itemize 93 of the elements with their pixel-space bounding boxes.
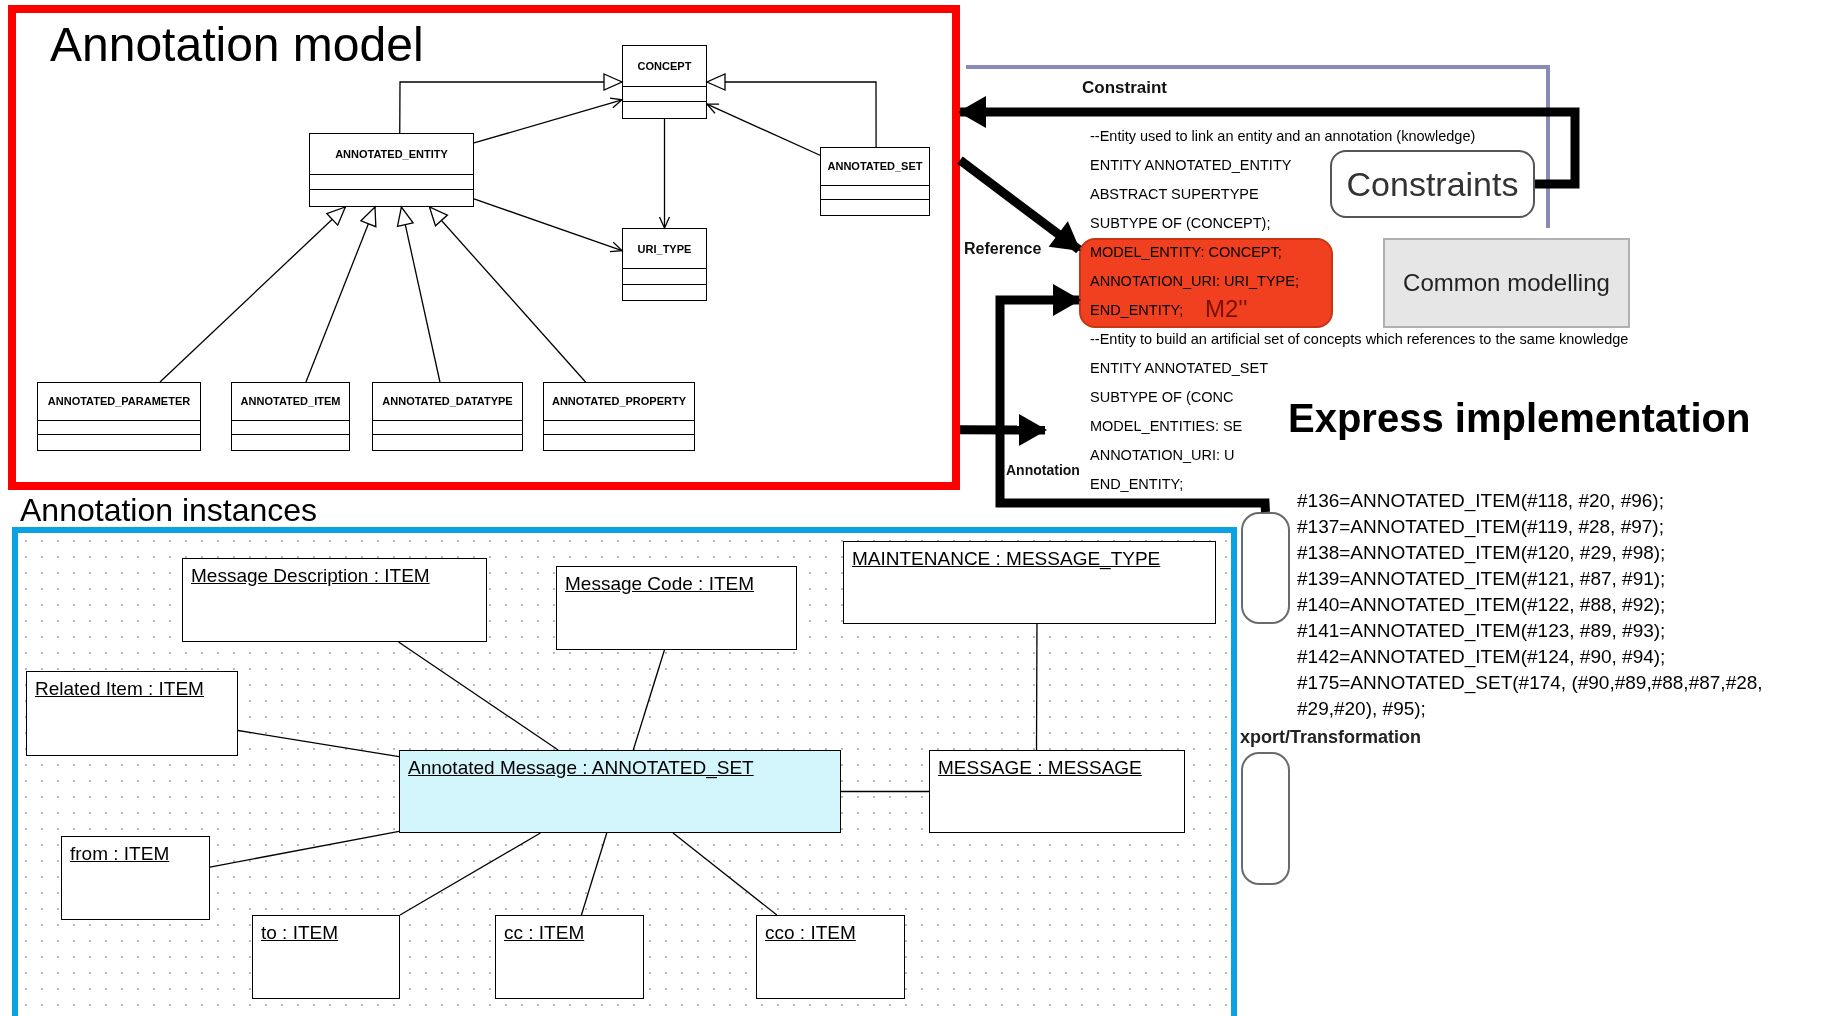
thick-arrow xyxy=(957,156,1082,254)
code-line: #141=ANNOTATED_ITEM(#123, #89, #93); xyxy=(1297,619,1666,644)
code-line: END_ENTITY; xyxy=(1090,476,1184,492)
box-label: Common modelling xyxy=(1403,269,1610,297)
code-line: --Entity used to link an entity and an annotation (knowledge) xyxy=(1090,128,1476,144)
association-arrow xyxy=(473,97,623,144)
code-line: #139=ANNOTATED_ITEM(#121, #87, #91); xyxy=(1297,567,1666,592)
class-name: ANNOTATED_ITEM xyxy=(239,394,342,410)
frame-title: Annotation instances xyxy=(20,492,318,529)
rounded-box xyxy=(1383,238,1630,328)
inheritance-arrow xyxy=(399,73,623,134)
class-box xyxy=(37,382,201,451)
rounded-box xyxy=(1241,512,1290,624)
code-line: MODEL_ENTITY: CONCEPT; xyxy=(1090,244,1282,260)
connector-line xyxy=(1035,623,1038,751)
code-line: ANNOTATION_URI: U xyxy=(1090,447,1235,463)
object-name: Message Code : ITEM xyxy=(565,573,755,595)
association-arrow xyxy=(473,198,623,253)
object-name: Related Item : ITEM xyxy=(35,678,204,700)
code-line: #140=ANNOTATED_ITEM(#122, #88, #92); xyxy=(1297,593,1666,618)
code-line: ABSTRACT SUPERTYPE xyxy=(1090,186,1259,202)
class-box xyxy=(820,147,930,216)
rounded-box xyxy=(1079,238,1333,328)
connector-line xyxy=(397,641,559,751)
inheritance-arrow xyxy=(428,206,587,383)
connector-line xyxy=(672,832,778,916)
object-box xyxy=(399,750,841,833)
object-box xyxy=(26,671,238,756)
object-box xyxy=(756,915,905,999)
object-box xyxy=(182,558,487,642)
object-box xyxy=(61,836,210,920)
code-line: #137=ANNOTATED_ITEM(#119, #28, #97); xyxy=(1297,515,1664,540)
class-box xyxy=(309,133,474,207)
connector-line xyxy=(237,729,400,758)
box-label: Constraints xyxy=(1346,164,1519,204)
code-line: ANNOTATION_URI: URI_TYPE; xyxy=(1090,273,1299,289)
object-box xyxy=(556,566,797,650)
class-box xyxy=(372,382,523,451)
diagram-frame xyxy=(8,5,960,490)
code-line: ENTITY ANNOTATED_ENTITY xyxy=(1090,157,1292,173)
association-arrow xyxy=(658,118,671,229)
class-name: URI_TYPE xyxy=(636,241,693,257)
class-name: CONCEPT xyxy=(636,58,693,74)
connector-line xyxy=(209,830,400,868)
inheritance-arrow xyxy=(706,73,877,148)
thick-arrow xyxy=(958,96,1580,189)
thick-arrow xyxy=(960,413,1047,446)
inheritance-arrow xyxy=(396,206,441,383)
object-name: from : ITEM xyxy=(70,843,170,865)
class-box xyxy=(622,45,707,119)
object-name: Annotated Message : ANNOTATED_SET xyxy=(408,757,754,779)
association-arrow xyxy=(706,103,821,156)
class-box xyxy=(543,382,695,451)
inheritance-arrow xyxy=(305,206,377,383)
class-name: ANNOTATED_PROPERTY xyxy=(550,394,687,410)
thick-arrow xyxy=(995,284,1270,513)
code-line: #138=ANNOTATED_ITEM(#120, #29, #98); xyxy=(1297,541,1666,566)
connector-line xyxy=(580,832,608,916)
object-name: MESSAGE : MESSAGE xyxy=(938,757,1142,779)
frame-title: Annotation model xyxy=(50,17,424,72)
code-line: ENTITY ANNOTATED_SET xyxy=(1090,360,1269,376)
connector-line xyxy=(840,790,930,793)
class-name: ANNOTATED_ENTITY xyxy=(334,146,449,162)
object-name: MAINTENANCE : MESSAGE_TYPE xyxy=(852,548,1161,570)
class-name: ANNOTATED_SET xyxy=(826,159,924,175)
class-name: ANNOTATED_DATATYPE xyxy=(381,394,514,410)
code-line: SUBTYPE OF (CONC xyxy=(1090,389,1234,405)
code-line: --Entity to build an artificial set of concepts which references to the same knowledge xyxy=(1090,331,1629,347)
code-line: #136=ANNOTATED_ITEM(#118, #20, #96); xyxy=(1297,489,1664,514)
class-box xyxy=(231,382,350,451)
object-box xyxy=(843,541,1216,624)
box-label: M2'' xyxy=(1205,295,1248,323)
rounded-box xyxy=(1330,150,1535,218)
code-line: MODEL_ENTITIES: SE xyxy=(1090,418,1243,434)
code-line: #142=ANNOTATED_ITEM(#124, #90, #94); xyxy=(1297,645,1666,670)
note: xport/Transformation xyxy=(1240,727,1422,748)
object-name: cc : ITEM xyxy=(504,922,585,944)
connector-line xyxy=(632,649,666,751)
object-name: cco : ITEM xyxy=(765,922,856,944)
object-box xyxy=(252,915,400,999)
class-name: ANNOTATED_PARAMETER xyxy=(46,394,192,410)
object-name: Message Description : ITEM xyxy=(191,565,430,587)
class-box xyxy=(622,228,707,301)
edge-label: Constraint xyxy=(1082,78,1167,98)
object-name: to : ITEM xyxy=(261,922,339,944)
rounded-box xyxy=(1241,752,1290,885)
code-line: END_ENTITY; xyxy=(1090,302,1184,318)
edge-label: Reference xyxy=(964,240,1042,258)
code-line: #175=ANNOTATED_SET(#174, (#90,#89,#88,#87,#28, #29,#20), #95); xyxy=(1297,671,1764,721)
object-box xyxy=(495,915,644,999)
inheritance-arrow xyxy=(159,206,346,383)
object-box xyxy=(929,750,1185,833)
edge-label: Annotation xyxy=(1006,462,1080,478)
